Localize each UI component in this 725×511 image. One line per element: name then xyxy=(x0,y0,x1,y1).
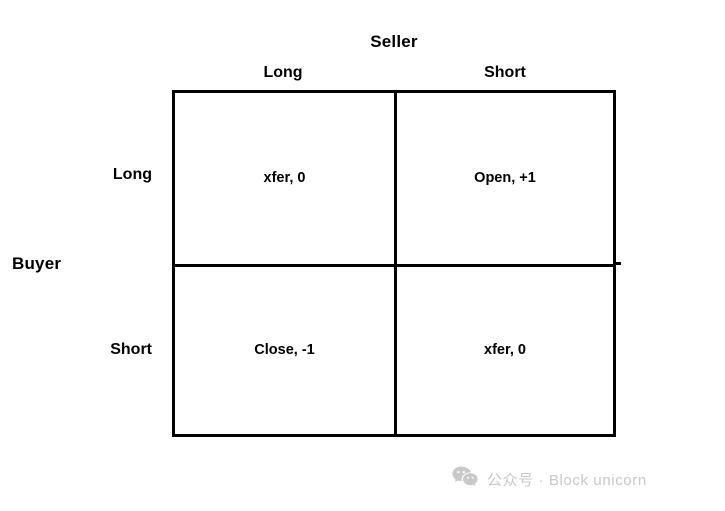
matrix-cell-short-short: xfer, 0 xyxy=(394,263,613,434)
payoff-matrix-grid: xfer, 0 Open, +1 Close, -1 xfer, 0 xyxy=(172,90,616,437)
matrix-cell-long-short: Open, +1 xyxy=(394,93,613,264)
column-header-long: Long xyxy=(263,64,303,81)
watermark-text: 公众号 · Block unicorn xyxy=(487,471,647,489)
watermark: 公众号 · Block unicorn xyxy=(452,466,647,492)
row-header-short: Short xyxy=(110,341,152,358)
column-header-short: Short xyxy=(484,64,526,81)
row-header-long: Long xyxy=(112,166,152,183)
wechat-icon xyxy=(452,466,478,492)
matrix-cell-long-long: xfer, 0 xyxy=(263,170,306,187)
column-axis-label-seller: Seller xyxy=(370,32,418,51)
row-axis-label-buyer: Buyer xyxy=(12,254,62,273)
grid-divider-overshoot xyxy=(613,262,621,265)
matrix-cell-short-long: Close, -1 xyxy=(175,263,394,435)
